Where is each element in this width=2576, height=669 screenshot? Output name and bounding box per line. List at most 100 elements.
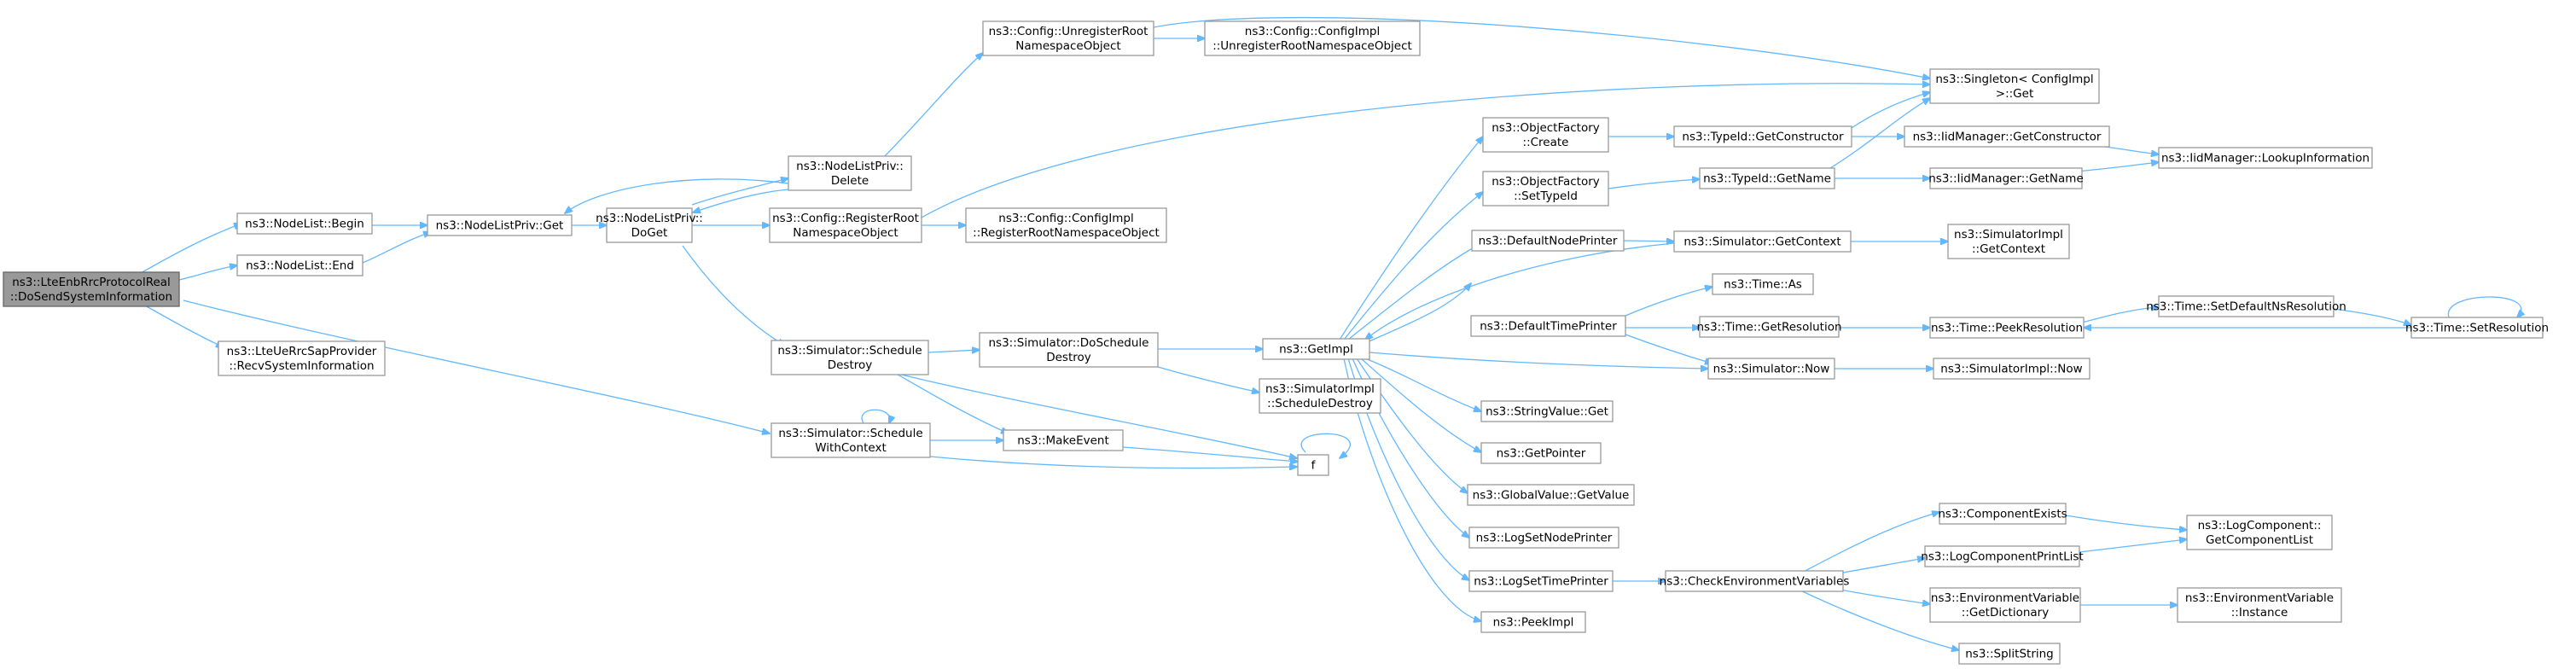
- node-simulator-schedule-destroy[interactable]: ns3::Simulator::Schedule Destroy: [770, 340, 929, 375]
- node-getimpl[interactable]: ns3::GetImpl: [1262, 338, 1370, 360]
- node-label: ns3::Config::ConfigImpl: [998, 212, 1133, 225]
- node-label: ns3::SplitString: [1965, 648, 2054, 661]
- node-typeid-getname[interactable]: ns3::TypeId::GetName: [1699, 167, 1835, 189]
- node-simulatorimpl-getcontext[interactable]: ns3::SimulatorImpl ::GetContext: [1947, 224, 2070, 259]
- edge-peekresolution-to-setdefaultns: [2081, 307, 2159, 323]
- node-iidmanager-getname[interactable]: ns3::IidManager::GetName: [1928, 167, 2084, 189]
- node-default-time-printer[interactable]: ns3::DefaultTimePrinter: [1470, 315, 1626, 337]
- edge-delete-to-get: [565, 178, 789, 213]
- node-label: ns3::GlobalValue::GetValue: [1473, 489, 1630, 503]
- node-label: ns3::EnvironmentVariable: [2185, 591, 2334, 605]
- node-label: ns3::ComponentExists: [1938, 508, 2067, 521]
- node-configimpl-unregister[interactable]: ns3::Config::ConfigImpl ::UnregisterRoot…: [1204, 20, 1421, 56]
- node-log-set-node-printer[interactable]: ns3::LogSetNodePrinter: [1468, 526, 1619, 549]
- node-label: ::Instance: [2231, 606, 2288, 620]
- node-make-event[interactable]: ns3::MakeEvent: [1003, 429, 1124, 451]
- node-label: ns3::NodeList::End: [246, 259, 354, 273]
- node-time-setresolution[interactable]: ns3::Time::SetResolution: [2405, 317, 2549, 339]
- node-peekimpl[interactable]: ns3::PeekImpl: [1480, 611, 1586, 633]
- node-label: ns3::SimulatorImpl::Now: [1940, 363, 2082, 376]
- node-split-string[interactable]: ns3::SplitString: [1958, 643, 2061, 665]
- node-check-environment-variables[interactable]: ns3::CheckEnvironmentVariables: [1660, 570, 1850, 592]
- node-recv-system-information[interactable]: ns3::LteUeRrcSapProvider ::RecvSystemInf…: [218, 340, 386, 376]
- node-simulator-schedule-withcontext[interactable]: ns3::Simulator::Schedule WithContext: [770, 422, 931, 458]
- node-simulator-doschedule-destroy[interactable]: ns3::Simulator::DoSchedule Destroy: [979, 332, 1159, 368]
- node-environmentvariable-getdictionary[interactable]: ns3::EnvironmentVariable ::GetDictionary: [1929, 587, 2081, 623]
- node-time-peekresolution[interactable]: ns3::Time::PeekResolution: [1929, 317, 2085, 339]
- node-singleton-get[interactable]: ns3::Singleton< ConfigImpl >::Get: [1929, 68, 2100, 104]
- node-iidmanager-getconstructor[interactable]: ns3::IidManager::GetConstructor: [1904, 125, 2110, 148]
- node-logcomponent-getcomponentlist[interactable]: ns3::LogComponent:: GetComponentList: [2186, 515, 2333, 550]
- node-label: ns3::Time::GetResolution: [1696, 321, 1841, 334]
- node-globalvalue-getvalue[interactable]: ns3::GlobalValue::GetValue: [1467, 484, 1635, 506]
- node-simulatorimpl-now[interactable]: ns3::SimulatorImpl::Now: [1933, 358, 2090, 380]
- node-log-component-print-list[interactable]: ns3::LogComponentPrintList: [1921, 545, 2084, 567]
- node-f[interactable]: f: [1297, 454, 1329, 476]
- node-configimpl-register[interactable]: ns3::Config::ConfigImpl ::RegisterRootNa…: [965, 207, 1167, 243]
- node-nodelistpriv-doget[interactable]: ns3::NodeListPriv:: DoGet: [596, 207, 703, 243]
- node-nodelistpriv-delete[interactable]: ns3::NodeListPriv:: Delete: [788, 155, 912, 191]
- node-iidmanager-lookupinformation[interactable]: ns3::IidManager::LookupInformation: [2158, 147, 2373, 169]
- node-label: ::ScheduleDestroy: [1267, 397, 1373, 410]
- node-root[interactable]: ns3::LteEnbRrcProtocolReal ::DoSendSyste…: [3, 271, 180, 307]
- node-objectfactory-create[interactable]: ns3::ObjectFactory ::Create: [1482, 117, 1609, 153]
- node-config-register[interactable]: ns3::Config::RegisterRoot NamespaceObjec…: [769, 207, 922, 243]
- node-label: ns3::SimulatorImpl: [1265, 382, 1375, 396]
- node-log-set-time-printer[interactable]: ns3::LogSetTimePrinter: [1468, 570, 1614, 592]
- node-label: ns3::NodeListPriv::: [596, 212, 703, 225]
- node-label: ns3::NodeList::Begin: [245, 218, 364, 231]
- node-environmentvariable-instance[interactable]: ns3::EnvironmentVariable ::Instance: [2177, 587, 2342, 623]
- node-label: ::RegisterRootNamespaceObject: [973, 226, 1160, 240]
- node-label: ns3::ObjectFactory: [1492, 175, 1600, 189]
- edge-getimpl-to-default-time-printer: [1364, 283, 1471, 344]
- edge-doget-to-schedule-destroy: [682, 245, 785, 346]
- node-time-as[interactable]: ns3::Time::As: [1712, 273, 1814, 295]
- node-component-exists[interactable]: ns3::ComponentExists: [1938, 503, 2067, 525]
- node-label: Destroy: [828, 358, 873, 372]
- node-label: Delete: [831, 174, 869, 188]
- node-label: ::SetTypeId: [1514, 189, 1578, 203]
- node-label: ns3::IidManager::GetConstructor: [1913, 131, 2102, 144]
- node-label: ns3::Simulator::DoSchedule: [989, 336, 1149, 350]
- node-label: ns3::GetPointer: [1497, 447, 1586, 461]
- node-nodelist-end[interactable]: ns3::NodeList::End: [236, 254, 363, 276]
- node-simulator-now[interactable]: ns3::Simulator::Now: [1707, 358, 1835, 380]
- edge-makeevent-to-f: [1122, 446, 1298, 462]
- edge-doschedule-to-simimpl-schedule-destroy: [1143, 362, 1259, 393]
- edge-doget-to-delete: [691, 178, 788, 206]
- edge-f-self: [1300, 433, 1351, 458]
- edge-schedule-ctx-to-f: [929, 456, 1297, 468]
- node-label: ns3::Time::As: [1724, 278, 1802, 292]
- node-label: ns3::IidManager::GetName: [1928, 172, 2084, 186]
- node-getpointer[interactable]: ns3::GetPointer: [1480, 442, 1602, 464]
- edge-delete-to-unregister: [878, 53, 983, 163]
- node-stringvalue-get[interactable]: ns3::StringValue::Get: [1480, 400, 1614, 422]
- edge-setresolution-self: [2448, 296, 2521, 317]
- node-label: ns3::Config::RegisterRoot: [772, 212, 919, 225]
- edge-getimpl-to-sim-now: [1369, 352, 1708, 369]
- node-label: ns3::Time::SetDefaultNsResolution: [2146, 300, 2346, 314]
- node-label: ::RecvSystemInformation: [229, 359, 374, 373]
- node-time-getresolution[interactable]: ns3::Time::GetResolution: [1696, 316, 1842, 338]
- node-label: ns3::DefaultNodePrinter: [1479, 235, 1618, 248]
- edges: [140, 16, 2521, 650]
- node-time-setdefaultnsresolution[interactable]: ns3::Time::SetDefaultNsResolution: [2146, 295, 2346, 317]
- node-label: ns3::LogComponentPrintList: [1921, 550, 2083, 564]
- node-typeid-getconstructor[interactable]: ns3::TypeId::GetConstructor: [1673, 125, 1852, 148]
- node-simulator-getcontext[interactable]: ns3::Simulator::GetContext: [1673, 230, 1852, 253]
- node-nodelist-begin[interactable]: ns3::NodeList::Begin: [236, 212, 373, 235]
- edge-unregister-to-singleton: [1153, 16, 1930, 79]
- edge-schedule-ctx-self: [861, 409, 890, 423]
- node-simulatorimpl-schedule-destroy[interactable]: ns3::SimulatorImpl ::ScheduleDestroy: [1259, 378, 1381, 414]
- node-label: GetComponentList: [2206, 533, 2313, 547]
- node-label: ::DoSendSystemInformation: [10, 290, 172, 304]
- edge-root-to-recv-system-information: [144, 305, 224, 347]
- node-label: ns3::ObjectFactory: [1492, 121, 1600, 135]
- node-label: ns3::LteEnbRrcProtocolReal: [12, 276, 171, 289]
- node-label: ns3::Simulator::Now: [1713, 363, 1830, 376]
- node-config-unregister[interactable]: ns3::Config::UnregisterRoot NamespaceObj…: [982, 20, 1154, 56]
- node-nodelistpriv-get[interactable]: ns3::NodeListPriv::Get: [427, 214, 573, 236]
- node-default-node-printer[interactable]: ns3::DefaultNodePrinter: [1471, 230, 1625, 252]
- node-objectfactory-settypeid[interactable]: ns3::ObjectFactory ::SetTypeId: [1482, 171, 1609, 207]
